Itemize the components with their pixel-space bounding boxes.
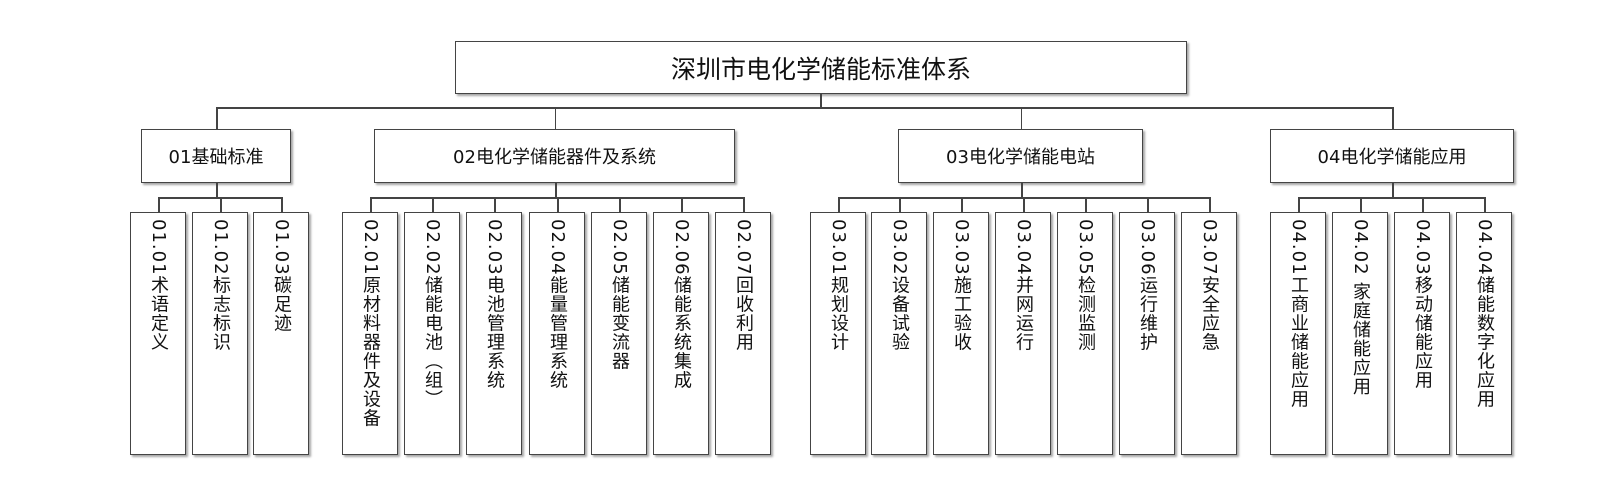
leaf-label: 03.01规划设计 [828,219,849,352]
leaf-node: 01.01术语定义 [130,212,186,455]
leaf-node: 02.02储能电池（组） [404,212,460,455]
leaf-node: 04.01工商业储能应用 [1270,212,1326,455]
leaf-label: 02.01原材料器件及设备 [360,219,381,428]
category-label: 04电化学储能应用 [1317,147,1467,168]
leaf-label: 02.06储能系统集成 [671,219,692,390]
leaf-connector [1085,197,1087,212]
category-node-02: 02电化学储能器件及系统 [374,129,735,183]
category-connector [216,107,218,129]
leaf-label: 01.03碳足迹 [271,219,292,333]
leaf-node: 04.02 家庭储能应用 [1332,212,1388,455]
leaf-connector [370,197,372,212]
leaf-connector [743,197,745,212]
leaf-label: 02.05储能变流器 [609,219,630,371]
leaf-label: 03.06运行维护 [1137,219,1158,352]
category-down-connector [1020,183,1023,198]
leaf-connector [1360,197,1362,212]
leaf-connector [158,197,160,212]
leaf-connector [681,197,683,212]
leaf-connector [1422,197,1424,212]
leaf-node: 03.02设备试验 [871,212,927,455]
level1-bus [216,107,1393,109]
category-label: 01基础标准 [168,147,264,168]
leaf-label: 04.01工商业储能应用 [1288,219,1309,409]
leaf-connector [1023,197,1025,212]
root-label: 深圳市电化学储能标准体系 [670,54,971,84]
root-node: 深圳市电化学储能标准体系 [455,41,1187,94]
leaf-node: 02.01原材料器件及设备 [342,212,398,455]
leaf-node: 03.07安全应急 [1181,212,1237,455]
leaf-connector [432,197,434,212]
leaf-label: 03.07安全应急 [1199,219,1220,352]
leaf-label: 02.03电池管理系统 [484,219,505,390]
leaf-connector [1484,197,1486,212]
leaf-node: 02.07回收利用 [715,212,771,455]
leaf-node: 02.03电池管理系统 [466,212,522,455]
category-down-connector [216,183,218,198]
category-connector [1020,107,1022,129]
category-connector [1392,107,1394,129]
leaf-node: 03.05检测监测 [1057,212,1113,455]
leaf-label: 04.03移动储能应用 [1412,219,1433,390]
leaf-connector [1209,197,1211,212]
category-down-connector [554,183,557,198]
leaf-connector [494,197,496,212]
leaf-connector [1298,197,1300,212]
category-node-03: 03电化学储能电站 [898,129,1143,183]
leaf-node: 03.03施工验收 [933,212,989,455]
leaf-label: 03.04并网运行 [1013,219,1034,352]
leaf-connector [619,197,621,212]
category-down-connector [1392,183,1394,198]
leaf-label: 01.02标志标识 [210,219,231,352]
leaf-label: 02.04能量管理系统 [547,219,568,390]
leaf-label: 04.04储能数字化应用 [1474,219,1495,409]
category-node-04: 04电化学储能应用 [1270,129,1514,183]
leaf-node: 03.01规划设计 [810,212,866,455]
category-connector [554,107,556,129]
leaf-bus [1298,197,1485,199]
leaf-node: 01.03碳足迹 [253,212,309,455]
leaf-node: 04.04储能数字化应用 [1456,212,1512,455]
leaf-connector [281,197,283,212]
leaf-node: 02.05储能变流器 [591,212,647,455]
leaf-node: 03.06运行维护 [1119,212,1175,455]
leaf-node: 04.03移动储能应用 [1394,212,1450,455]
leaf-label: 04.02 家庭储能应用 [1350,219,1371,397]
leaf-connector [961,197,963,212]
category-label: 03电化学储能电站 [946,147,1095,168]
leaf-connector [220,197,222,212]
leaf-label: 03.02设备试验 [889,219,910,352]
leaf-connector [1147,197,1149,212]
leaf-connector [838,197,840,212]
leaf-label: 03.05检测监测 [1075,219,1096,352]
leaf-label: 02.02储能电池（组） [422,219,443,409]
root-connector [820,94,822,108]
category-label: 02电化学储能器件及系统 [453,147,656,168]
leaf-node: 02.04能量管理系统 [529,212,585,455]
leaf-label: 03.03施工验收 [951,219,972,352]
leaf-label: 02.07回收利用 [733,219,754,352]
leaf-node: 02.06储能系统集成 [653,212,709,455]
category-node-01: 01基础标准 [141,129,291,183]
leaf-node: 01.02标志标识 [192,212,248,455]
leaf-node: 03.04并网运行 [995,212,1051,455]
leaf-connector [899,197,901,212]
leaf-connector [557,197,559,212]
leaf-label: 01.01术语定义 [148,219,169,352]
